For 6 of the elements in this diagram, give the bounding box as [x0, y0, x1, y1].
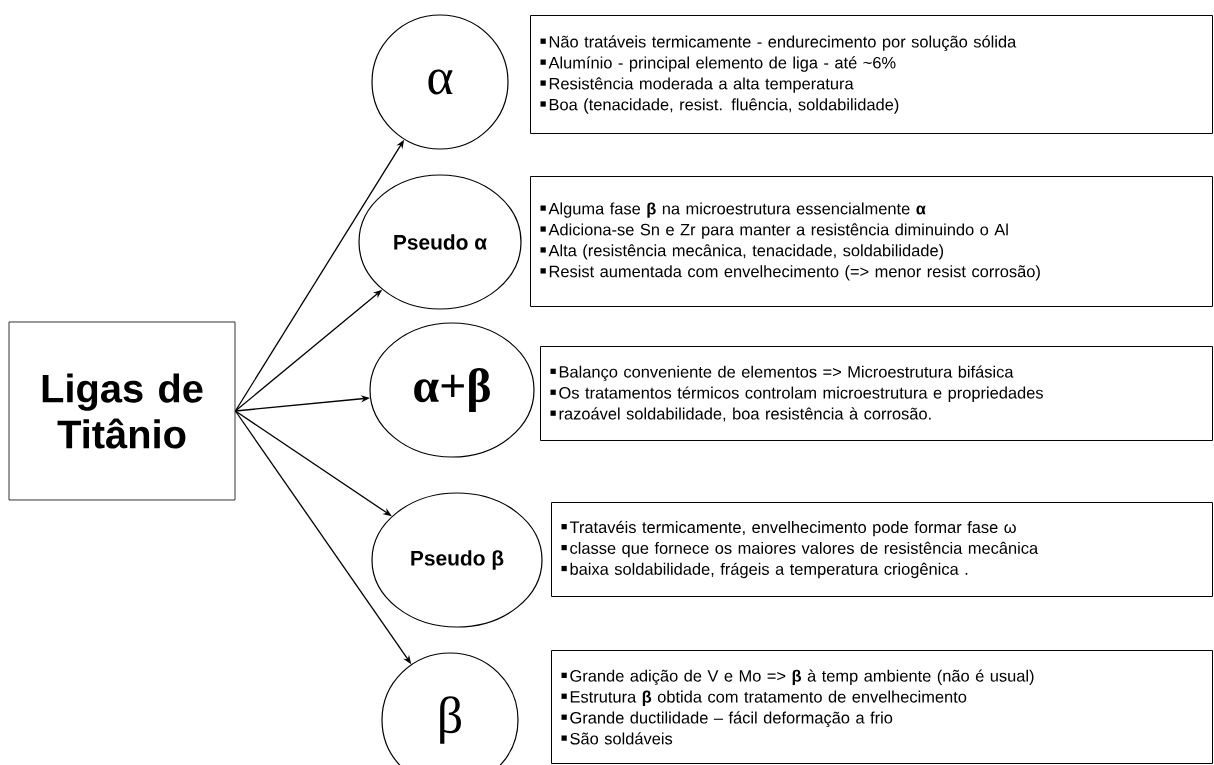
property-box: Alguma fase β na microestrutura essencialmente α Adiciona-se Sn e Zr para manter a resistência diminuindo o Al Alta (resistência mecânica, tenacidade, soldabilidade) Resist aumentada com envelhecimento (=> menor resist corrosão) [530, 176, 1213, 307]
title-box: Ligas de Titânio [8, 321, 236, 501]
property-box: Não tratáveis termicamente - endurecimento por solução sólida Alumínio - principal elemento de liga - até ~6% Resistência moderada a alta temperatura Boa (tenacidade, resist. fluência, soldabilidade) [530, 15, 1213, 134]
property-box: Tratavéis termicamente, envelhecimento pode formar fase ω classe que fornece os maiores valores de resistência mecânica baixa soldabilidade, frágeis a temperatura criogênica . [551, 502, 1213, 597]
property-box: Grande adição de V e Mo => β à temp ambiente (não é usual) Estrutura β obtida com tratamento de envelhecimento Grande ductilidade – fácil deformação a frio São soldáveis [551, 650, 1213, 764]
property-box: Balanço conveniente de elementos => Microestrutura bifásica Os tratamentos térmicos controlam microestrutura e propriedades razoável soldabilidade, boa resistência à corrosão. [540, 346, 1213, 441]
